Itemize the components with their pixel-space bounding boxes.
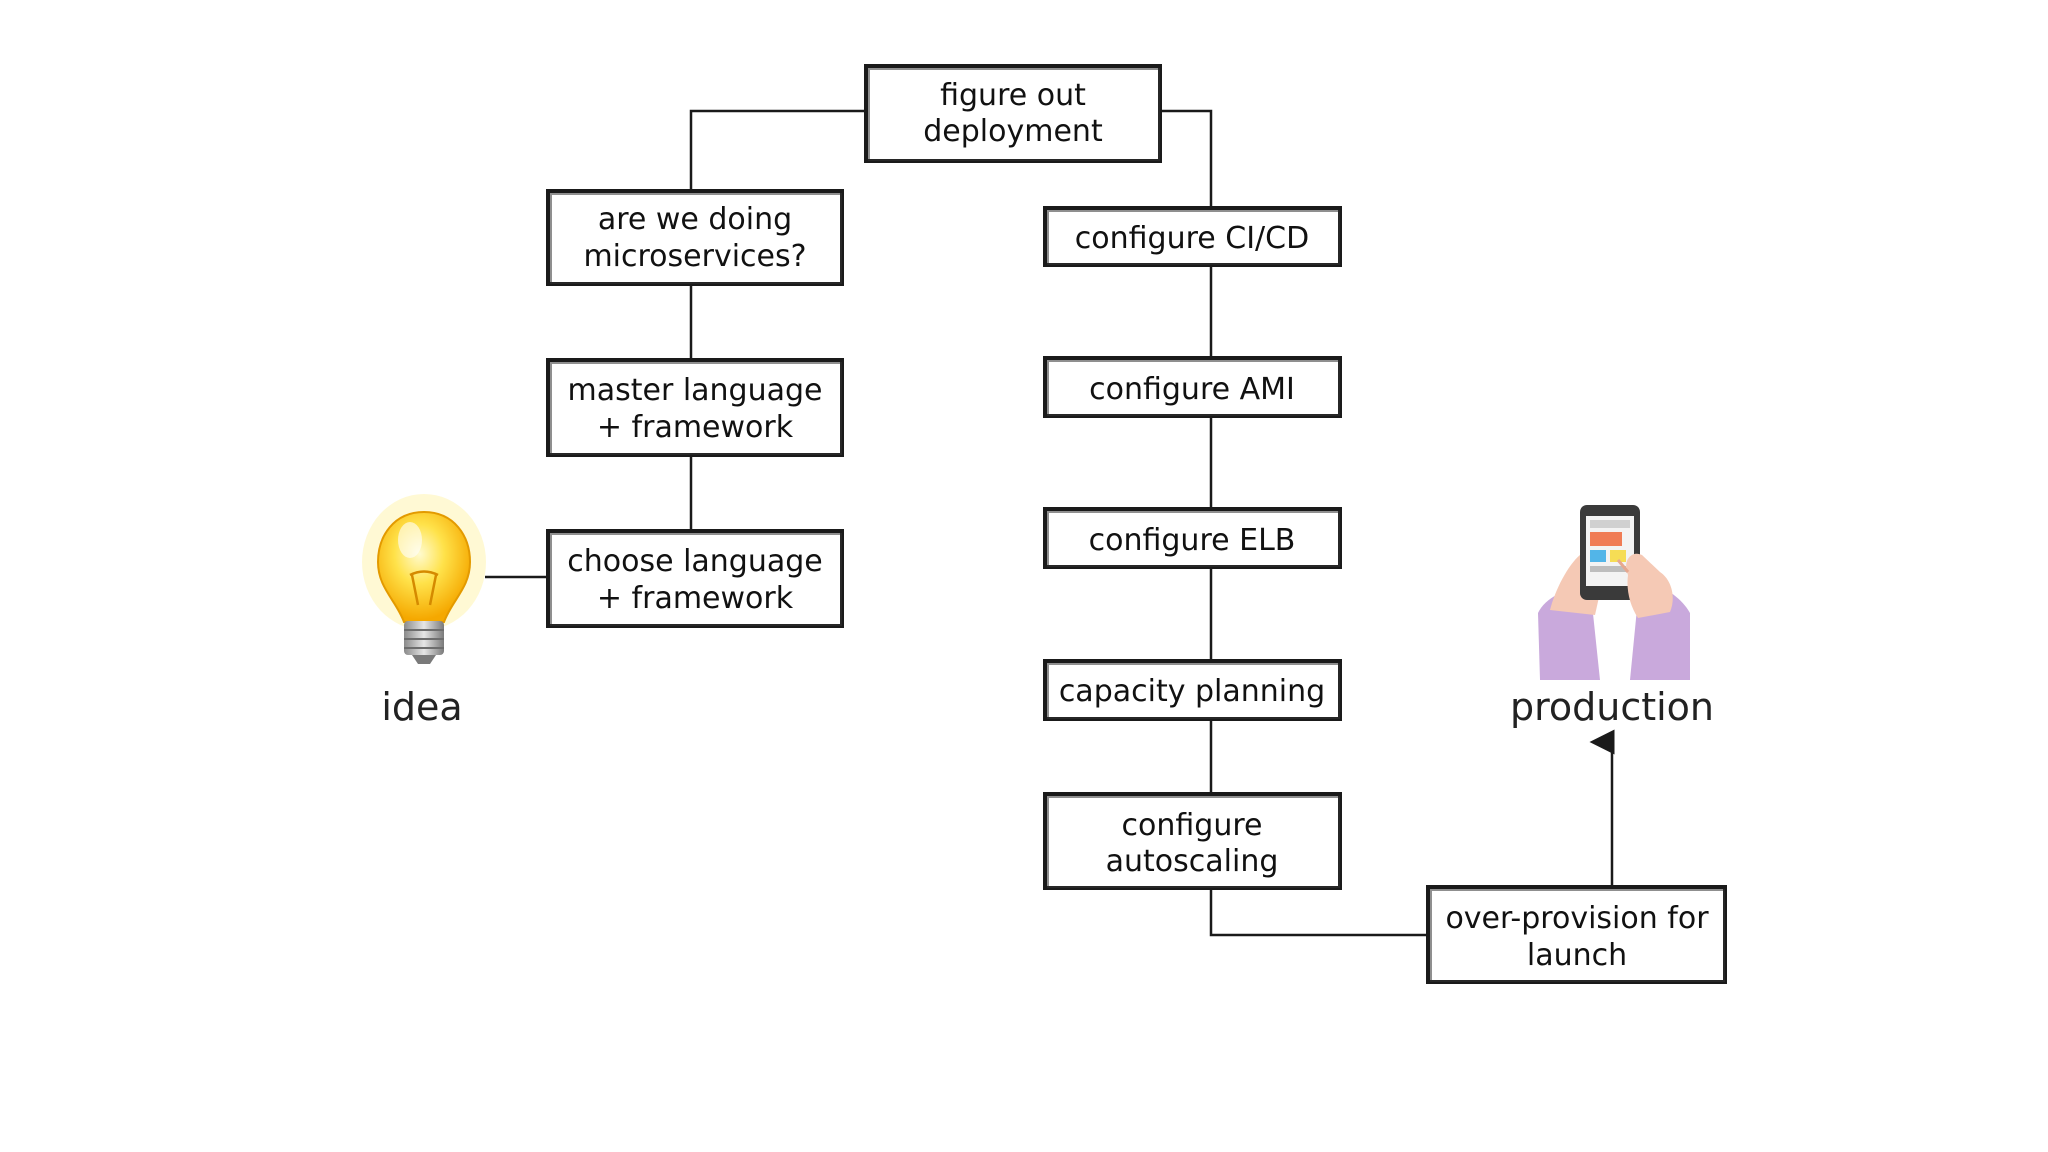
- box-microservices-line-2: microservices?: [583, 239, 806, 274]
- box-configure-ami-line-1: configure AMI: [1089, 372, 1295, 407]
- box-choose-language: choose language + framework: [546, 529, 844, 628]
- box-over-provision-line-1: over-provision for: [1445, 901, 1709, 936]
- box-capacity-planning-line-1: capacity planning: [1059, 674, 1325, 709]
- lightbulb-icon: [362, 494, 486, 664]
- connector-autoscaling-overprovision: [1209, 888, 1428, 937]
- box-figure-out-deployment: figure out deployment: [864, 64, 1162, 163]
- production-label: production: [1510, 685, 1714, 729]
- box-configure-elb-line-1: configure ELB: [1089, 523, 1296, 558]
- box-choose-language-line-1: choose language: [567, 544, 823, 579]
- connector-top-left: [689, 109, 866, 191]
- box-configure-cicd: configure CI/CD: [1043, 206, 1342, 267]
- box-configure-ami: configure AMI: [1043, 356, 1342, 418]
- box-master-language: master language + framework: [546, 358, 844, 457]
- box-master-language-line-1: master language: [568, 373, 823, 408]
- box-microservices: are we doing microservices?: [546, 189, 844, 286]
- connectors: [485, 109, 1615, 937]
- box-choose-language-line-2: + framework: [597, 581, 794, 616]
- box-configure-autoscaling-line-1: configure: [1122, 808, 1263, 843]
- box-figure-out-deployment-line-2: deployment: [923, 114, 1103, 149]
- idea-label: idea: [381, 685, 462, 729]
- box-over-provision-line-2: launch: [1527, 938, 1627, 973]
- box-configure-cicd-line-1: configure CI/CD: [1075, 221, 1309, 256]
- smartphone-hands-icon: [1538, 505, 1690, 680]
- connector-top-right: [1160, 109, 1213, 208]
- box-configure-autoscaling: configure autoscaling: [1043, 792, 1342, 890]
- box-figure-out-deployment-line-1: figure out: [940, 78, 1086, 113]
- box-configure-autoscaling-line-2: autoscaling: [1106, 844, 1279, 879]
- box-master-language-line-2: + framework: [597, 410, 794, 445]
- box-over-provision: over-provision for launch: [1426, 885, 1727, 984]
- box-capacity-planning: capacity planning: [1043, 659, 1342, 721]
- box-microservices-line-1: are we doing: [598, 202, 792, 237]
- box-configure-elb: configure ELB: [1043, 507, 1342, 569]
